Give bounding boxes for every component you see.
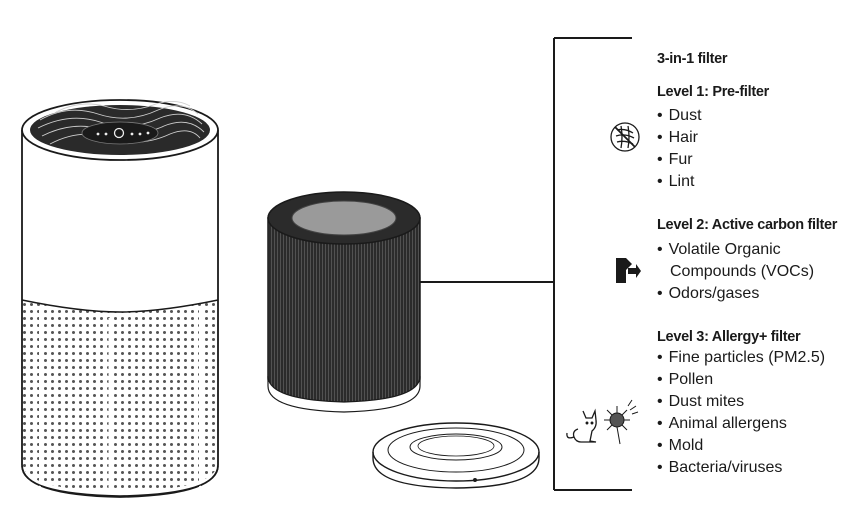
- level-3-heading: Level 3: Allergy+ filter: [657, 329, 801, 345]
- level-3-item: Fine particles (PM2.5): [657, 347, 826, 369]
- filter-base-lid: [372, 422, 540, 489]
- level-2-item: Volatile Organic: [657, 239, 781, 261]
- level-2-heading: Level 2: Active carbon filter: [657, 217, 838, 233]
- level-2-item-continued: Compounds (VOCs): [670, 263, 815, 280]
- filter-title: 3-in-1 filter: [657, 51, 728, 67]
- filter-cartridge: [267, 191, 421, 413]
- level-3-item: Animal allergens: [657, 413, 787, 435]
- level-3-item: Mold: [657, 435, 704, 457]
- level-1-heading: Level 1: Pre-filter: [657, 84, 769, 100]
- air-purifier: [21, 99, 219, 498]
- level-1-item: Lint: [657, 171, 695, 193]
- level-1-item: Dust: [657, 105, 702, 127]
- level-3-item: Pollen: [657, 369, 713, 391]
- level-2-item: Odors/gases: [657, 283, 760, 305]
- cat-icon: [566, 408, 597, 443]
- no-hair-icon: [610, 122, 640, 152]
- level-1-item: Fur: [657, 149, 693, 171]
- level-1-item: Hair: [657, 127, 698, 149]
- level-3-item: Dust mites: [657, 391, 745, 413]
- level-3-item: Bacteria/viruses: [657, 457, 783, 479]
- dandelion-icon: [604, 399, 639, 445]
- gas-arrow-icon: [616, 258, 641, 283]
- callout-bracket: [420, 37, 632, 491]
